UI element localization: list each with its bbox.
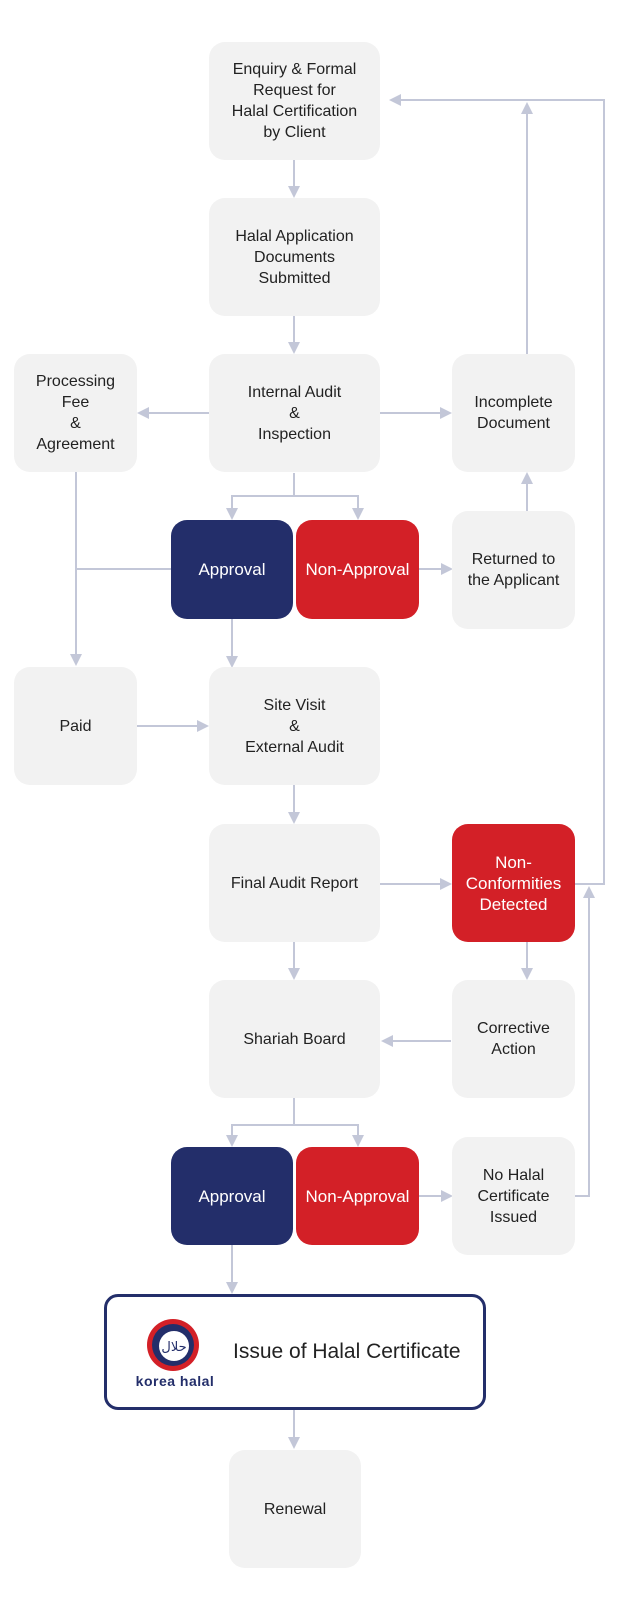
node-paid: Paid — [14, 667, 137, 785]
arrow-nonconformities-to-enquiry — [389, 94, 605, 885]
node-shariah-board: Shariah Board — [209, 980, 380, 1098]
halal-mark: حلال — [161, 1340, 186, 1355]
arrow-nocert-to-loop — [575, 886, 595, 1197]
node-final-audit-report: Final Audit Report — [209, 824, 380, 942]
connector-audit-split-right — [294, 495, 364, 520]
node-approval-1: Approval — [171, 520, 293, 619]
logo-wordmark: korea halal — [135, 1373, 215, 1389]
node-internal-audit: Internal Audit & Inspection — [209, 354, 380, 472]
node-returned-to-applicant: Returned to the Applicant — [452, 511, 575, 629]
node-corrective-action: Corrective Action — [452, 980, 575, 1098]
connector-shariah-split — [226, 1098, 295, 1147]
node-application-submitted: Halal Application Documents Submitted — [209, 198, 380, 316]
node-issue-certificate: حلال korea halal Issue of Halal Certific… — [104, 1294, 486, 1410]
node-no-certificate: No Halal Certificate Issued — [452, 1137, 575, 1255]
halal-seal-icon: حلال — [147, 1319, 199, 1371]
node-enquiry: Enquiry & Formal Request for Halal Certi… — [209, 42, 380, 160]
connector-audit-split — [226, 473, 295, 520]
certificate-title: Issue of Halal Certificate — [233, 1340, 461, 1363]
node-incomplete-document: Incomplete Document — [452, 354, 575, 472]
node-non-approval-1: Non-Approval — [296, 520, 419, 619]
node-non-conformities: Non- Conformities Detected — [452, 824, 575, 942]
node-approval-2: Approval — [171, 1147, 293, 1245]
node-site-visit: Site Visit & External Audit — [209, 667, 380, 785]
node-non-approval-2: Non-Approval — [296, 1147, 419, 1245]
korea-halal-logo: حلال korea halal — [127, 1315, 223, 1395]
node-renewal: Renewal — [229, 1450, 361, 1568]
connector-shariah-split-right — [294, 1124, 364, 1147]
node-processing-fee: Processing Fee & Agreement — [14, 354, 137, 472]
